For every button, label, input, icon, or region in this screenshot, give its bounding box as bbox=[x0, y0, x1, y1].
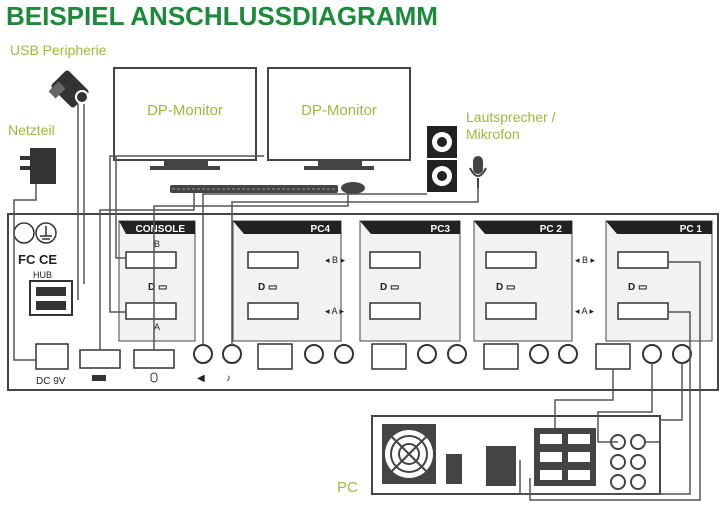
console-mouse-port bbox=[133, 349, 175, 369]
arrow-b-right: ◂ B ▸ bbox=[575, 255, 596, 265]
svg-text:♪: ♪ bbox=[226, 373, 231, 384]
console-dp-port-b bbox=[125, 251, 177, 269]
pc3-section bbox=[359, 220, 461, 342]
arrow-b-left: ◂ B ▸ bbox=[325, 255, 346, 265]
pc-label: PC bbox=[337, 479, 358, 496]
usb-label: USB Peripherie bbox=[10, 42, 107, 58]
page-title: BEISPIEL ANSCHLUSSDIAGRAMM bbox=[6, 1, 438, 31]
arrow-a-left: ◂ A ▸ bbox=[325, 306, 345, 316]
kvm-panel: FC CE HUB DC 9V CONSOLE B D ▭ A ◀ ♪ PC4 … bbox=[7, 213, 719, 391]
console-mic-jack bbox=[222, 344, 242, 364]
pc4-section bbox=[232, 220, 342, 342]
pc4-tab: PC4 bbox=[311, 224, 331, 235]
pc3-tab: PC3 bbox=[431, 224, 451, 235]
monitor-right-label: DP-Monitor bbox=[301, 102, 377, 119]
console-section bbox=[118, 220, 196, 342]
console-port-a-label: A bbox=[154, 322, 160, 332]
monitor-left: DP-Monitor bbox=[113, 67, 257, 170]
console-tab: CONSOLE bbox=[136, 224, 186, 235]
pc1-section bbox=[605, 220, 713, 342]
power-label: Netzteil bbox=[8, 122, 55, 138]
speaker-label-1: Lautsprecher / bbox=[466, 109, 556, 125]
arrow-a-right: ◂ A ▸ bbox=[575, 306, 595, 316]
cables bbox=[13, 104, 701, 501]
svg-text:D ▭: D ▭ bbox=[496, 282, 515, 293]
speaker-icon bbox=[427, 126, 457, 192]
hub-label: HUB bbox=[33, 270, 52, 280]
pc1-tab: PC 1 bbox=[680, 224, 703, 235]
svg-text:D ▭: D ▭ bbox=[258, 282, 277, 293]
fcc-ce-mark: FC CE bbox=[18, 252, 57, 267]
fan-icon bbox=[382, 424, 436, 484]
mouse-icon bbox=[341, 182, 365, 194]
microphone-icon bbox=[469, 156, 487, 188]
speaker-label-2: Mikrofon bbox=[466, 126, 520, 142]
pc-rear-panel bbox=[371, 415, 661, 495]
keyboard-icon bbox=[170, 185, 338, 193]
power-adapter-icon bbox=[20, 148, 56, 184]
console-port-b-label: B bbox=[154, 239, 160, 249]
svg-text:D ▭: D ▭ bbox=[148, 282, 167, 293]
svg-text:D ▭: D ▭ bbox=[380, 282, 399, 293]
dc-port bbox=[35, 343, 69, 370]
svg-text:◀: ◀ bbox=[197, 373, 205, 384]
console-speaker-jack bbox=[193, 344, 213, 364]
pc2-section bbox=[473, 220, 573, 342]
monitor-left-label: DP-Monitor bbox=[147, 102, 223, 119]
svg-text:D ▭: D ▭ bbox=[628, 282, 647, 293]
monitor-right: DP-Monitor bbox=[267, 67, 411, 170]
dc-label: DC 9V bbox=[36, 376, 66, 387]
console-keyboard-port bbox=[79, 349, 121, 369]
console-dp-port-a bbox=[125, 302, 177, 320]
usb-stick-icon bbox=[48, 70, 89, 108]
pc2-tab: PC 2 bbox=[540, 224, 563, 235]
